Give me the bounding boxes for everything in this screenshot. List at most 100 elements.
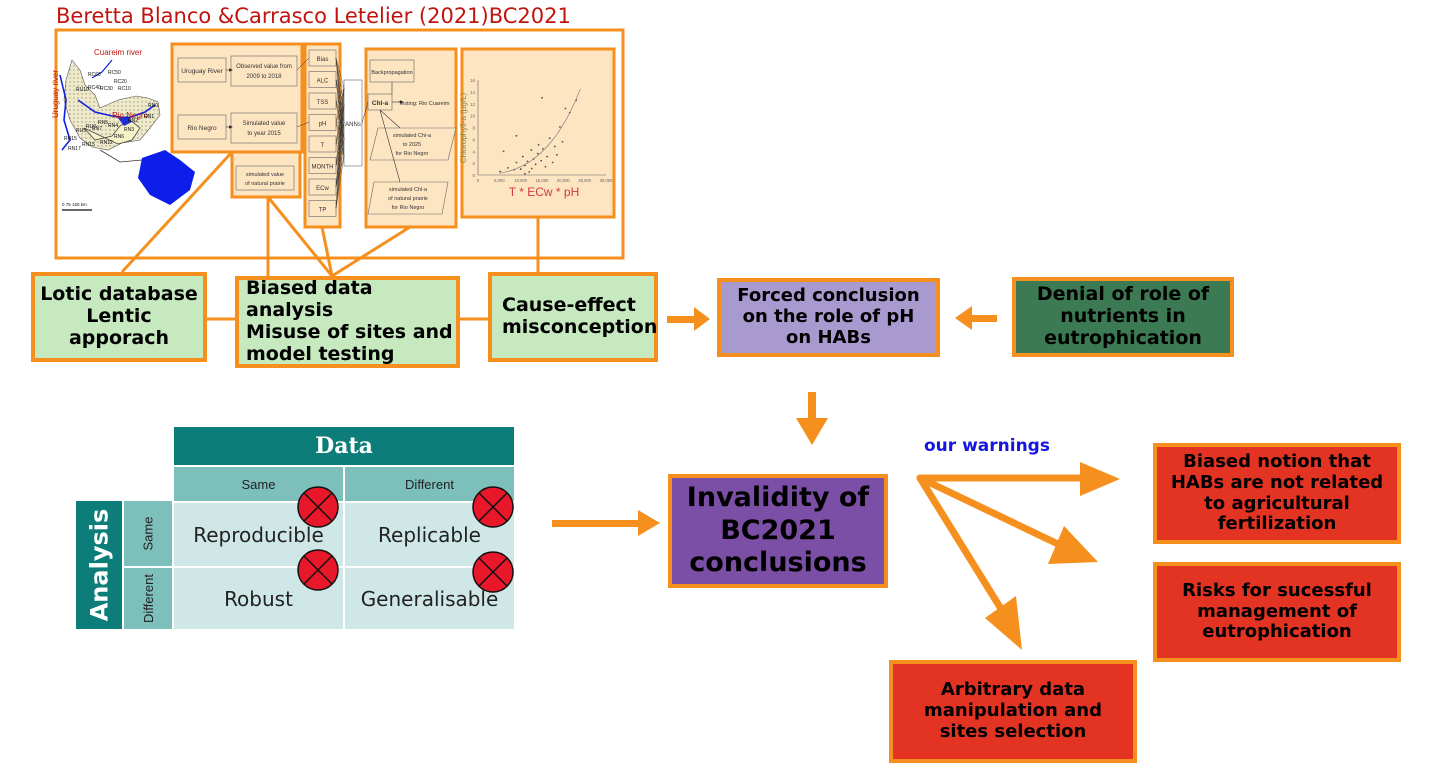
map-station: RN2 [128,118,138,124]
forced-line-3: on HABs [786,326,871,348]
x-mark-icon [472,551,514,593]
scatter-point [524,172,526,175]
arbitrary-line-3: sites selection [939,720,1087,742]
map-station: RU10 [76,87,89,93]
map-station: RU5 [76,128,86,134]
scatter-point [553,145,556,148]
flow-simnat-b: of natural prairie [388,196,428,202]
trend-curve [499,88,581,174]
forced-line-2: on the role of pH [742,306,915,328]
denial-box: Denial of role of nutrients in eutrophic… [1012,277,1234,357]
flow-sim2025-b: to 2025 [403,142,421,148]
invalid-line-1: Invalidity of [686,482,870,514]
lotic-line-2: Lentic apporach [68,305,170,349]
x-tick-label: 10,000 [514,178,527,183]
scatter-point [564,107,567,110]
map-station: RC20 [114,79,127,85]
risks-line-1: Risks for sucessful [1182,579,1372,601]
map-station: RN6 [114,134,124,140]
map-station: RN17 [68,146,81,152]
scatter-point [502,150,505,153]
biased-notion-box: Biased notion that HABs are not related … [1153,443,1401,544]
y-tick-label: 4 [472,149,475,154]
matrix-analysis-header: Analysis [76,501,122,629]
arbitrary-box: Arbitrary data manipulation and sites se… [889,660,1137,763]
map-station: RN4 [108,123,118,129]
variable-label: MONTH [312,165,334,171]
lotic-line-1: Lotic database [40,283,198,306]
scatter-point [534,163,537,166]
map-station: RN15 [82,142,95,148]
scatter-point [537,143,540,146]
x-tick-label: 25,000 [578,178,591,183]
variable-label: pH [319,122,327,128]
scatter-point [515,161,518,164]
scatter-point [546,155,549,158]
matrix-row-different: Different [124,568,172,629]
flow-ann: ANNs [345,122,361,128]
flow-sim2025-c: for Rio Negro [396,151,429,157]
flow-chla: Chl-a [372,100,389,107]
flow-observed: Observed value from [236,64,292,70]
our-warnings-label: our warnings [924,436,1050,456]
variable-label: T [321,143,325,149]
matrix-col-same: Same [174,467,343,501]
flow-rio-negro: Rio Negro [187,125,217,132]
arbitrary-line-2: manipulation and [924,700,1102,722]
flow-sim2015: Simulated value [243,121,286,127]
invalid-line-3: conclusions [689,547,867,579]
y-tick-label: 6 [472,137,475,142]
y-tick-label: 10 [470,114,476,119]
map-station: RN1 [144,114,154,120]
scatter-point [526,160,529,163]
arrow-denial-to-forced [955,306,997,330]
denial-line-1: Denial of role of [1036,283,1210,306]
x-tick-label: 0 [477,178,480,183]
map-label-rionegro: Rio Negro [112,111,149,120]
scatter-point [561,140,564,143]
scatter-point [528,171,531,173]
variable-label: TSS [317,100,329,106]
x-tick-label: 30,000 [600,178,613,183]
invalidity-box: Invalidity of BC2021 conclusions [668,474,888,588]
scatter-point [551,161,554,164]
scatter-point [559,126,561,128]
arrow-to-risks [1048,526,1098,564]
x-tick-label: 15,000 [536,178,549,183]
scatter-xlabel: T * ECw * pH [509,185,579,199]
arrow-to-biased-notion [1080,462,1120,496]
flow-natural-prairie-2: of natural prairie [245,181,285,187]
variable-label: Bias [317,57,329,63]
denial-line-2: nutrients in [1060,305,1186,328]
lotic-database-box: Lotic database Lentic apporach [31,272,207,362]
biased-analysis-box: Biased data analysis Misuse of sites and… [235,276,460,368]
variable-label: TP [319,208,327,214]
map-station: RN0 [148,103,158,109]
y-tick-label: 16 [470,78,476,83]
scatter-point [536,152,539,155]
scatter-point [540,159,543,162]
scatter-point [521,155,524,158]
forced-conclusion-box: Forced conclusion on the role of pH on H… [717,278,940,357]
y-tick-label: 8 [472,126,475,131]
scatter-point [544,165,547,168]
arrow-cause-to-forced [667,307,710,331]
matrix-data-header: Data [174,427,514,465]
map-station: RU0 [86,124,96,130]
cause-line-2: misconception [502,316,658,338]
map-scale: 0 75 150 km [62,202,87,207]
map-station: RC60 [88,72,101,78]
map-station: RC10 [118,86,131,92]
risks-box: Risks for sucessful management of eutrop… [1153,562,1401,662]
biased-notion-line-3: to agricultural [1204,492,1350,514]
forced-line-1: Forced conclusion [737,285,920,307]
flow-natural-prairie: simulated value [246,172,284,178]
biased-line-3: model testing [246,342,395,365]
biased-notion-line-4: fertilization [1217,513,1337,535]
x-tick-label: 20,000 [557,178,570,183]
biased-line-1: Biased data analysis [246,277,373,322]
connector-lines [120,150,540,321]
scatter-ylabel: Chlorophyll-a (µg/L) [459,92,468,163]
y-tick-label: 2 [472,161,475,166]
